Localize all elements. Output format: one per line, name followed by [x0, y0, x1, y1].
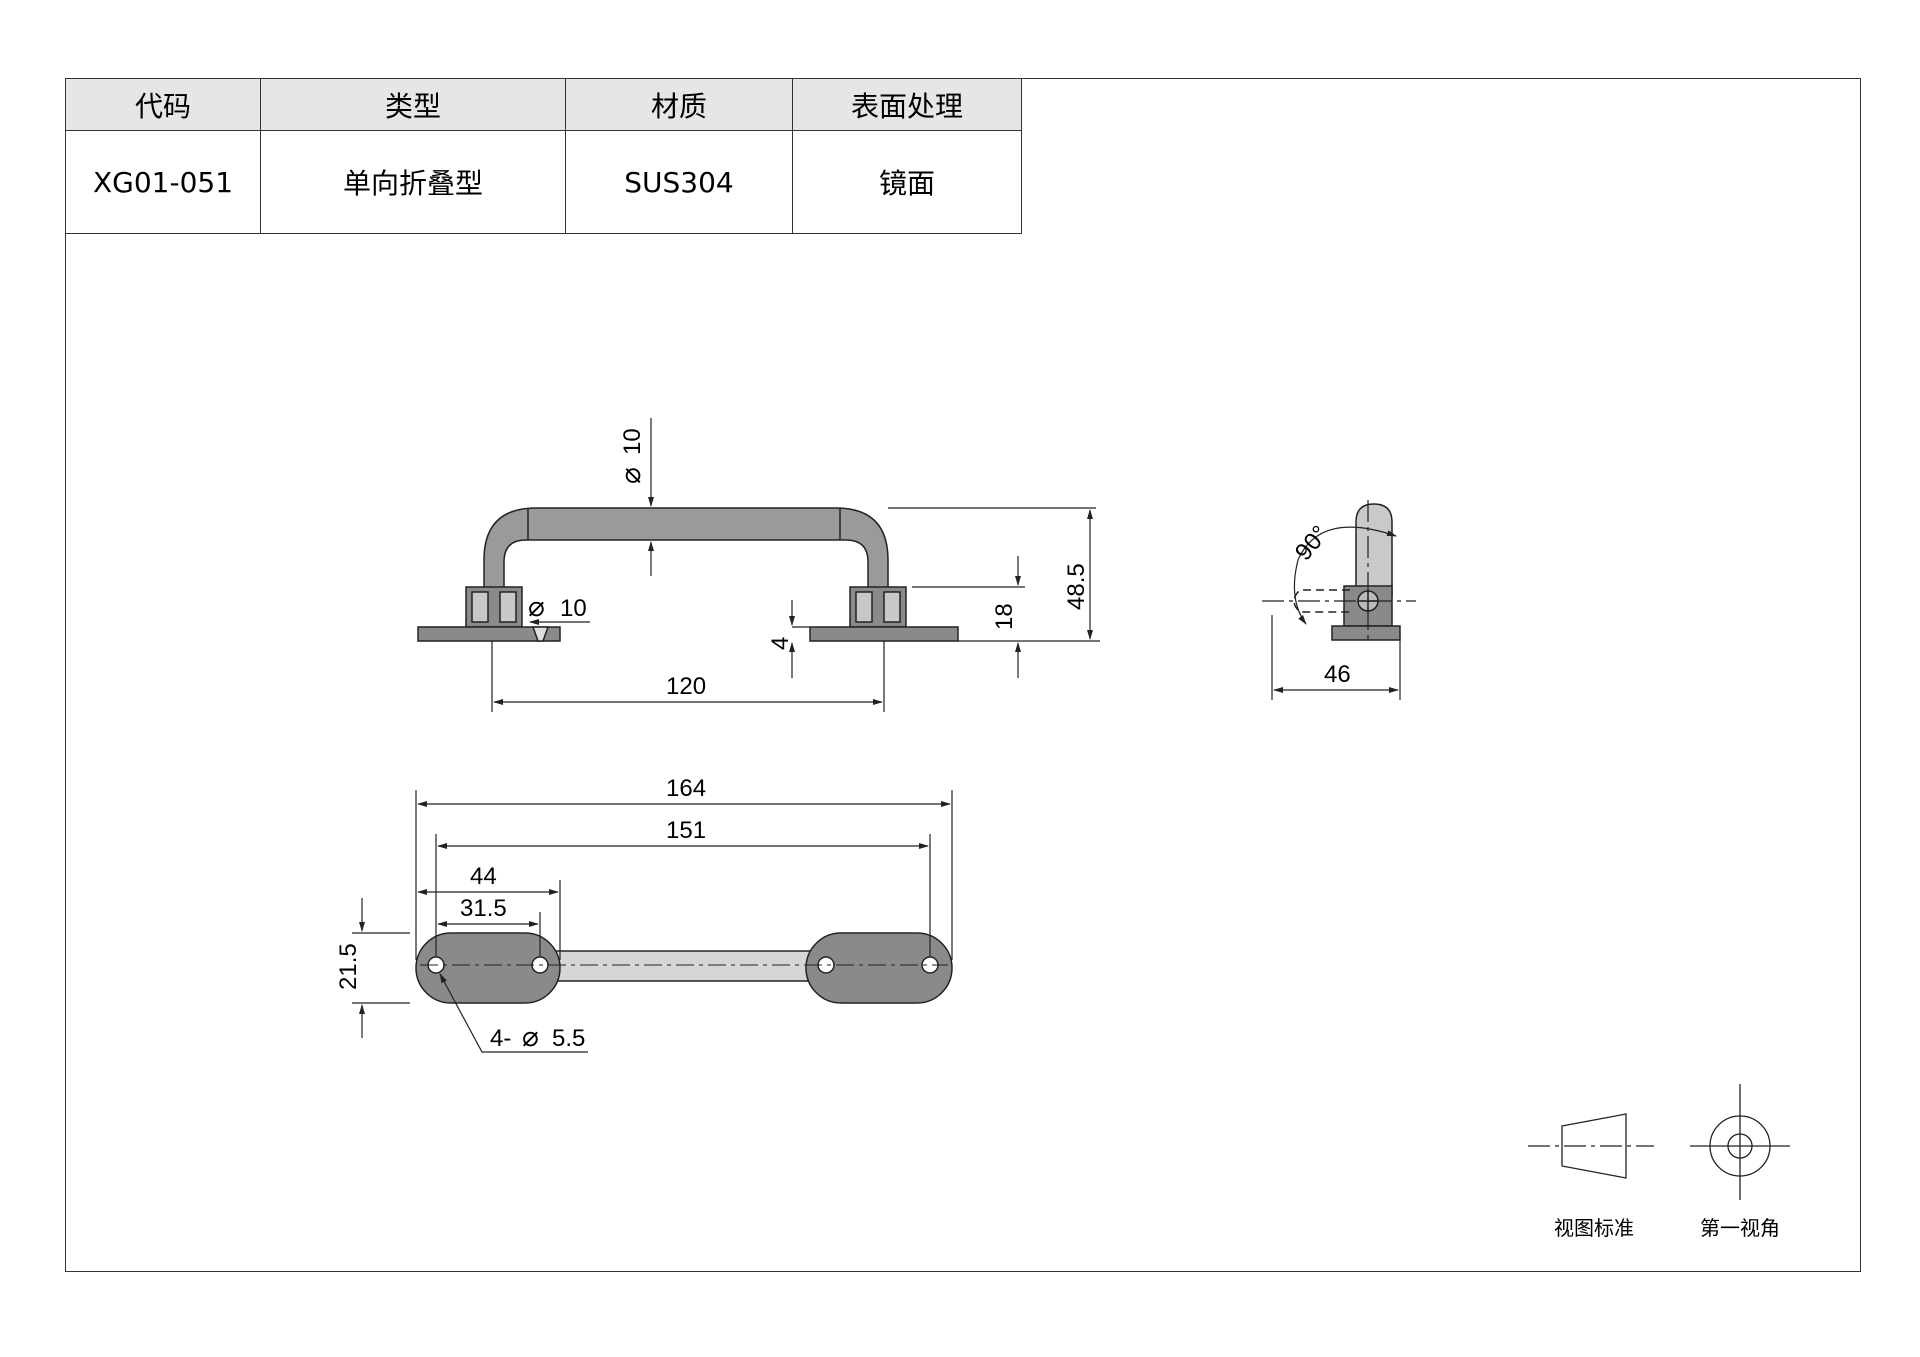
dim-angle: 90°: [1290, 521, 1334, 566]
dim-base-thk: 4: [767, 637, 794, 650]
value-code: XG01-051: [65, 130, 261, 234]
first-angle-symbol: [1690, 1084, 1790, 1200]
top-handle-bar: [553, 950, 815, 982]
front-view-dimensions: [491, 418, 1100, 712]
dia-symbol-pin: ⌀: [528, 591, 545, 622]
side-view-dim-text: 90° 46: [1290, 521, 1351, 688]
dim-length-total: 164: [666, 775, 706, 802]
dim-pad-hole-pitch: 31.5: [460, 895, 507, 922]
dim-length-inner: 151: [666, 817, 706, 844]
left-base: [417, 626, 561, 642]
dim-hole-pitch: 120: [666, 673, 706, 700]
dim-total-h: 48.5: [1063, 563, 1090, 610]
header-finish: 表面处理: [792, 78, 1022, 131]
dim-hole-dia: 5.5: [552, 1025, 585, 1052]
spec-value-row: XG01-051 单向折叠型 SUS304 镜面: [65, 130, 1022, 234]
dia-symbol-top: ⌀: [615, 467, 646, 484]
front-view: [417, 507, 959, 642]
side-handle-upright: [1355, 503, 1393, 597]
dim-pad-len: 44: [470, 863, 497, 890]
first-angle-label: 第一视角: [1700, 1216, 1780, 1240]
dim-side-width: 46: [1324, 661, 1351, 688]
dim-pad-width: 21.5: [335, 943, 362, 990]
spec-table: 代码 类型 材质 表面处理 XG01-051 单向折叠型 SUS304 镜面: [65, 78, 1022, 234]
header-material: 材质: [565, 78, 793, 131]
top-right-pad: [805, 932, 953, 1004]
top-left-pad: [415, 932, 561, 1004]
dim-hinge-h: 18: [991, 603, 1018, 630]
right-base: [809, 626, 959, 642]
front-view-dim-text: ⌀ 10 ⌀ 10 4 18 48.5 120: [528, 428, 1090, 700]
top-view-dimensions: [352, 790, 953, 1053]
projection-standard-symbol: [1528, 1113, 1654, 1179]
top-view: [415, 932, 953, 1004]
projection-standard-label: 视图标准: [1554, 1216, 1634, 1240]
hole-note-prefix: 4-: [490, 1025, 511, 1052]
side-base: [1331, 625, 1401, 641]
dim-dia-pin: 10: [560, 595, 587, 622]
dia-symbol-hole: ⌀: [522, 1021, 539, 1052]
value-material: SUS304: [565, 130, 793, 234]
handle-bar: [483, 507, 889, 603]
top-view-dim-text: 164 151 44 31.5 21.5 4- ⌀ 5.5: [335, 775, 706, 1052]
side-view-dimensions: [1262, 500, 1416, 700]
spec-header-row: 代码 类型 材质 表面处理: [65, 78, 1022, 131]
dim-dia-top: 10: [619, 428, 646, 455]
value-finish: 镜面: [792, 130, 1022, 234]
header-type: 类型: [260, 78, 566, 131]
